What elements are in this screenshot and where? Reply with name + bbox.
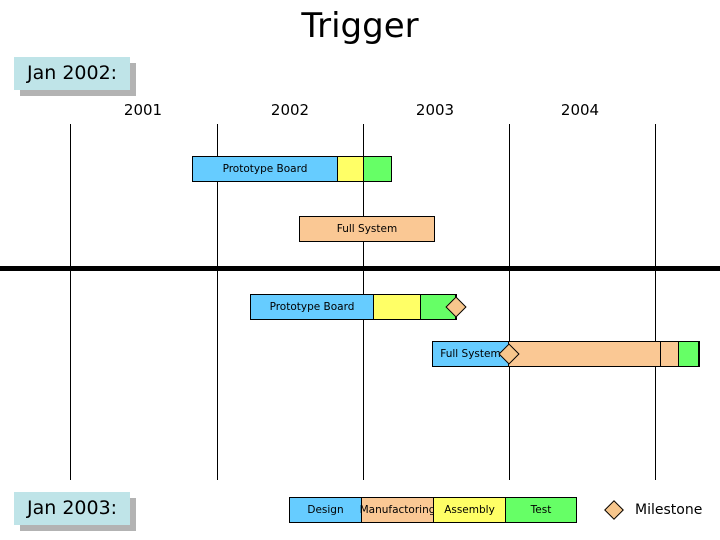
gridline-3 <box>509 124 510 480</box>
bar-segment-design[interactable]: Full System <box>433 342 509 366</box>
callout-jan-2002: Jan 2002: <box>14 57 131 90</box>
legend-milestone-label: Milestone <box>635 502 703 518</box>
bar-segment-design[interactable]: Prototype Board <box>251 295 374 319</box>
bar-segment-assembly[interactable] <box>374 295 421 319</box>
legend-item-assembly[interactable]: Assembly <box>433 497 505 523</box>
gantt-bar-full-system-bottom[interactable]: Full System <box>432 341 700 367</box>
legend-item-manufactoring[interactable]: Manufactoring <box>360 497 435 523</box>
gantt-bar-prototype-board-bottom[interactable]: Prototype Board <box>250 294 467 320</box>
bar-segment-assembly[interactable] <box>338 157 364 181</box>
bar-segment-test[interactable] <box>679 342 699 366</box>
legend-item-design[interactable]: Design <box>289 497 361 523</box>
year-label-2002: 2002 <box>270 101 310 119</box>
gantt-bar-full-system-top[interactable]: Full System <box>299 216 435 242</box>
milestone-diamond-icon <box>604 500 624 520</box>
bar-segment-label: Prototype Board <box>222 162 308 175</box>
bar-segment-manufactoring[interactable]: Full System <box>300 217 434 241</box>
callout-jan-2003: Jan 2003: <box>14 492 131 525</box>
year-label-2001: 2001 <box>123 101 163 119</box>
bar-segment-test[interactable] <box>364 157 391 181</box>
section-divider <box>0 266 720 271</box>
gridline-1 <box>217 124 218 480</box>
legend-item-milestone: Milestone <box>604 500 703 520</box>
legend-item-test[interactable]: Test <box>505 497 577 523</box>
bar-segment-label: Full System <box>336 222 398 235</box>
gantt-bar-prototype-board-top[interactable]: Prototype Board <box>192 156 392 182</box>
bar-segment-manufactoring[interactable] <box>661 342 679 366</box>
gridline-4 <box>655 124 656 480</box>
year-label-2003: 2003 <box>415 101 455 119</box>
page-title: Trigger <box>301 6 419 46</box>
bar-segment-label: Prototype Board <box>269 300 355 313</box>
gridline-0 <box>70 124 71 480</box>
year-label-2004: 2004 <box>560 101 600 119</box>
bar-segment-label: Full System <box>440 347 501 360</box>
bar-segment-manufactoring[interactable] <box>509 342 661 366</box>
bar-segment-design[interactable]: Prototype Board <box>193 157 338 181</box>
